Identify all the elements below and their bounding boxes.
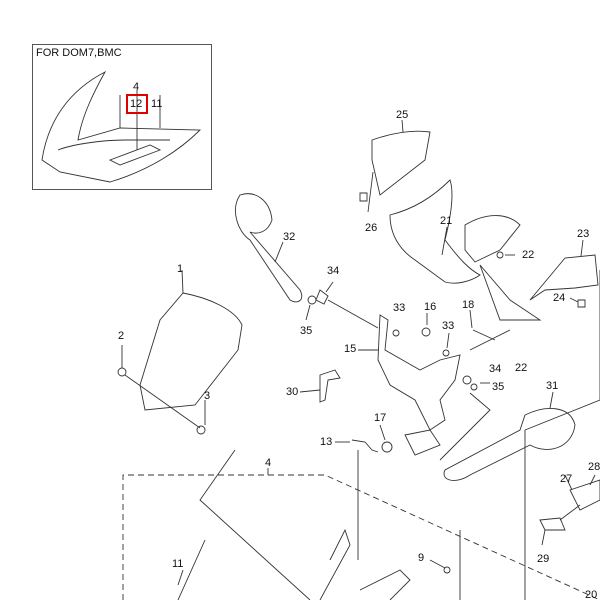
callout-18[interactable]: 18 — [462, 299, 475, 311]
callout-22-upper[interactable]: 22 — [522, 249, 535, 261]
callout-26[interactable]: 26 — [365, 222, 378, 234]
callout-35-lower[interactable]: 35 — [492, 381, 505, 393]
callout-34-upper[interactable]: 34 — [327, 265, 340, 277]
callout-33-left[interactable]: 33 — [393, 302, 406, 314]
side-cover-shape — [529, 254, 599, 301]
callout-11[interactable]: 11 — [172, 558, 184, 570]
cover-shape — [371, 130, 431, 196]
callout-22-lower[interactable]: 22 — [515, 362, 528, 374]
callout-31[interactable]: 31 — [546, 380, 559, 392]
callout-30[interactable]: 30 — [286, 386, 299, 398]
callout-4[interactable]: 4 — [265, 457, 272, 469]
callout-23[interactable]: 23 — [577, 228, 590, 240]
callout-3[interactable]: 3 — [204, 390, 211, 402]
inset-callout-12[interactable]: 12 — [130, 98, 143, 110]
variant-inset-box — [32, 44, 212, 190]
callout-2[interactable]: 2 — [118, 330, 125, 342]
callout-25[interactable]: 25 — [396, 109, 409, 121]
inset-title: FOR DOM7,BMC — [36, 47, 122, 59]
callout-24[interactable]: 24 — [553, 292, 566, 304]
callout-27[interactable]: 27 — [560, 473, 573, 485]
stay-bracket-shape — [377, 314, 461, 431]
callout-21[interactable]: 21 — [440, 215, 453, 227]
inner-panel-shape — [389, 179, 481, 284]
mirror-left-shape — [235, 193, 303, 303]
callout-1[interactable]: 1 — [177, 263, 184, 275]
callout-9[interactable]: 9 — [418, 552, 425, 564]
callout-20[interactable]: 20 — [585, 589, 598, 601]
windshield-shape — [139, 292, 243, 411]
callout-35-upper[interactable]: 35 — [300, 325, 313, 337]
callout-29[interactable]: 29 — [537, 553, 550, 565]
callout-34-lower[interactable]: 34 — [489, 363, 502, 375]
callout-13[interactable]: 13 — [320, 436, 333, 448]
callout-28[interactable]: 28 — [588, 461, 600, 473]
callout-33-right[interactable]: 33 — [442, 320, 455, 332]
inset-callout-4: 4 — [133, 81, 140, 93]
inset-callout-11: 11 — [151, 98, 163, 110]
inset-fairing — [41, 70, 202, 183]
callout-15[interactable]: 15 — [344, 343, 357, 355]
highlight-box — [126, 94, 148, 114]
mirror-right-shape — [443, 408, 576, 481]
callout-17[interactable]: 17 — [374, 412, 387, 424]
callout-32[interactable]: 32 — [283, 231, 296, 243]
callout-16[interactable]: 16 — [424, 301, 437, 313]
